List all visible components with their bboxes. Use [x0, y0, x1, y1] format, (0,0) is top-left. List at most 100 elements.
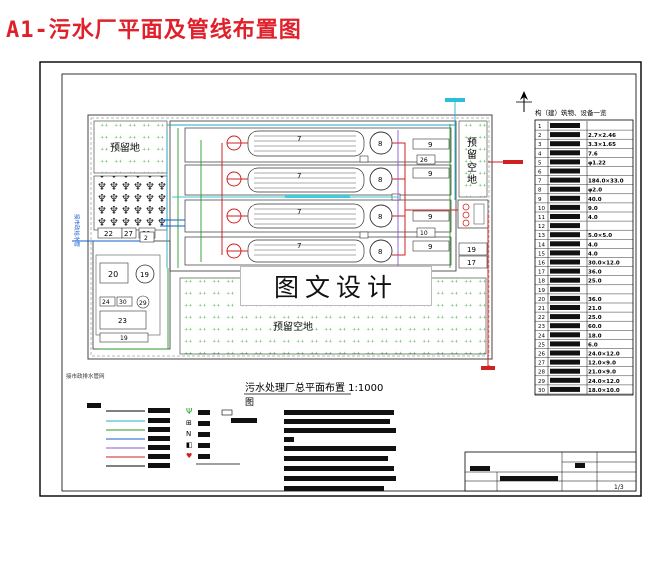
table-row-name-redacted [550, 359, 580, 365]
svg-text:26: 26 [420, 157, 428, 164]
reserved-area-top-left [93, 120, 168, 174]
table-row-size: 2.7×2.46 [588, 133, 616, 139]
table-row-size: 36.0 [588, 297, 602, 303]
svg-text:19: 19 [120, 335, 128, 342]
svg-text:7: 7 [297, 135, 301, 143]
table-row-size: 9.0 [588, 206, 598, 212]
svg-text:9: 9 [428, 170, 432, 178]
outlet-marker-bottom [481, 366, 495, 370]
svg-text:10: 10 [420, 230, 428, 237]
svg-text:8: 8 [378, 248, 382, 256]
table-row-size: 6.0 [588, 342, 598, 348]
table-row-number: 7 [538, 179, 542, 185]
sheet-outer-frame [39, 61, 642, 497]
table-row-size: 4.0 [588, 242, 598, 248]
table-row-number: 14 [538, 242, 545, 248]
site-boundary [87, 114, 493, 360]
table-row-size: φ2.0 [588, 188, 602, 194]
table-row-number: 10 [538, 206, 545, 212]
bottom-left-label: 接市政排水管网 [66, 372, 105, 380]
table-row-number: 26 [538, 352, 545, 358]
table-row-size: 24.0×12.0 [588, 379, 620, 385]
table-row-name-redacted [550, 132, 580, 138]
table-row-name-redacted [550, 314, 580, 320]
table-row-number: 20 [538, 297, 545, 303]
watermark-text: 图文设计 [273, 273, 398, 302]
table-row-number: 22 [538, 315, 545, 321]
svg-text:7: 7 [297, 172, 301, 180]
table-row-name-redacted [550, 204, 580, 210]
svg-text:8: 8 [378, 213, 382, 221]
svg-text:7: 7 [297, 208, 301, 216]
inlet-marker-cyan [445, 98, 465, 102]
tree-area [93, 175, 168, 231]
table-row-number: 27 [538, 361, 545, 367]
table-row-size: 4.0 [588, 215, 598, 221]
drawing-caption-sub: 图 [245, 397, 254, 408]
table-row-number: 21 [538, 306, 545, 312]
table-row-name-redacted [550, 295, 580, 301]
table-row-name-redacted [550, 350, 580, 356]
table-row-number: 5 [538, 160, 542, 166]
reserved-right-char-3: 地 [467, 173, 477, 186]
svg-text:♥: ♥ [186, 452, 192, 460]
table-row-number: 6 [538, 170, 542, 176]
table-row-size: 18.0 [588, 333, 602, 339]
left-vertical-label: 接市政给水管 [73, 214, 81, 248]
svg-text:23: 23 [118, 317, 127, 325]
north-arrow-icon [516, 91, 532, 112]
table-row-number: 29 [538, 379, 545, 385]
table-row-name-redacted [550, 277, 580, 283]
table-row-name-redacted [550, 177, 580, 183]
table-row-number: 4 [538, 151, 542, 157]
table-row-size: 25.0 [588, 315, 602, 321]
table-row-name-redacted [550, 332, 580, 338]
svg-text:19: 19 [140, 271, 149, 279]
table-row-size: 40.0 [588, 197, 602, 203]
treatment-train-1: 7 8 9 [184, 127, 452, 163]
table-row-size: 3.3×1.65 [588, 142, 616, 148]
table-row-number: 28 [538, 370, 545, 376]
notes-block [284, 410, 396, 491]
table-row-size: 5.0×5.0 [588, 233, 612, 239]
table-row-name-redacted [550, 241, 580, 247]
page-title: A1-污水厂平面及管线布置图 [6, 18, 302, 43]
table-row-number: 19 [538, 288, 545, 294]
table-row-name-redacted [550, 250, 580, 256]
title-block: 1/3 [464, 451, 637, 492]
svg-text:7: 7 [297, 242, 301, 250]
table-row-number: 23 [538, 324, 545, 330]
table-row-name-redacted [550, 168, 580, 174]
table-row-name-redacted [550, 223, 580, 229]
table-row-name-redacted [550, 286, 580, 292]
table-row-name-redacted [550, 268, 580, 274]
svg-text:N: N [186, 430, 191, 438]
svg-text:8: 8 [378, 176, 382, 184]
table-row-size: 12.0×9.0 [588, 361, 616, 367]
table-row-number: 11 [538, 215, 545, 221]
table-row-number: 9 [538, 197, 542, 203]
table-row-number: 13 [538, 233, 545, 239]
svg-text:9: 9 [428, 243, 432, 251]
svg-text:9: 9 [428, 141, 432, 149]
table-row-number: 30 [538, 388, 545, 394]
table-row-number: 1 [538, 124, 542, 130]
table-row-size: 25.0 [588, 279, 602, 285]
table-row-name-redacted [550, 159, 580, 165]
table-row-name-redacted [550, 305, 580, 310]
outlet-marker-right [503, 160, 523, 164]
table-row-name-redacted [550, 341, 580, 347]
table-row-name-redacted [550, 386, 580, 392]
table-row-name-redacted [550, 195, 580, 201]
table-row-size: 21.0 [588, 306, 602, 312]
svg-text:⊞: ⊞ [186, 419, 192, 427]
svg-text:20: 20 [108, 270, 118, 279]
reserved-label-top-left: 预留地 [110, 141, 140, 154]
table-row-name-redacted [550, 214, 580, 219]
svg-text:29: 29 [139, 300, 147, 307]
table-row-size: 4.0 [588, 251, 598, 257]
table-row-size: 30.0×12.0 [588, 261, 620, 267]
svg-text:9: 9 [428, 213, 432, 221]
reserved-label-bottom: 预留空地 [273, 320, 313, 333]
